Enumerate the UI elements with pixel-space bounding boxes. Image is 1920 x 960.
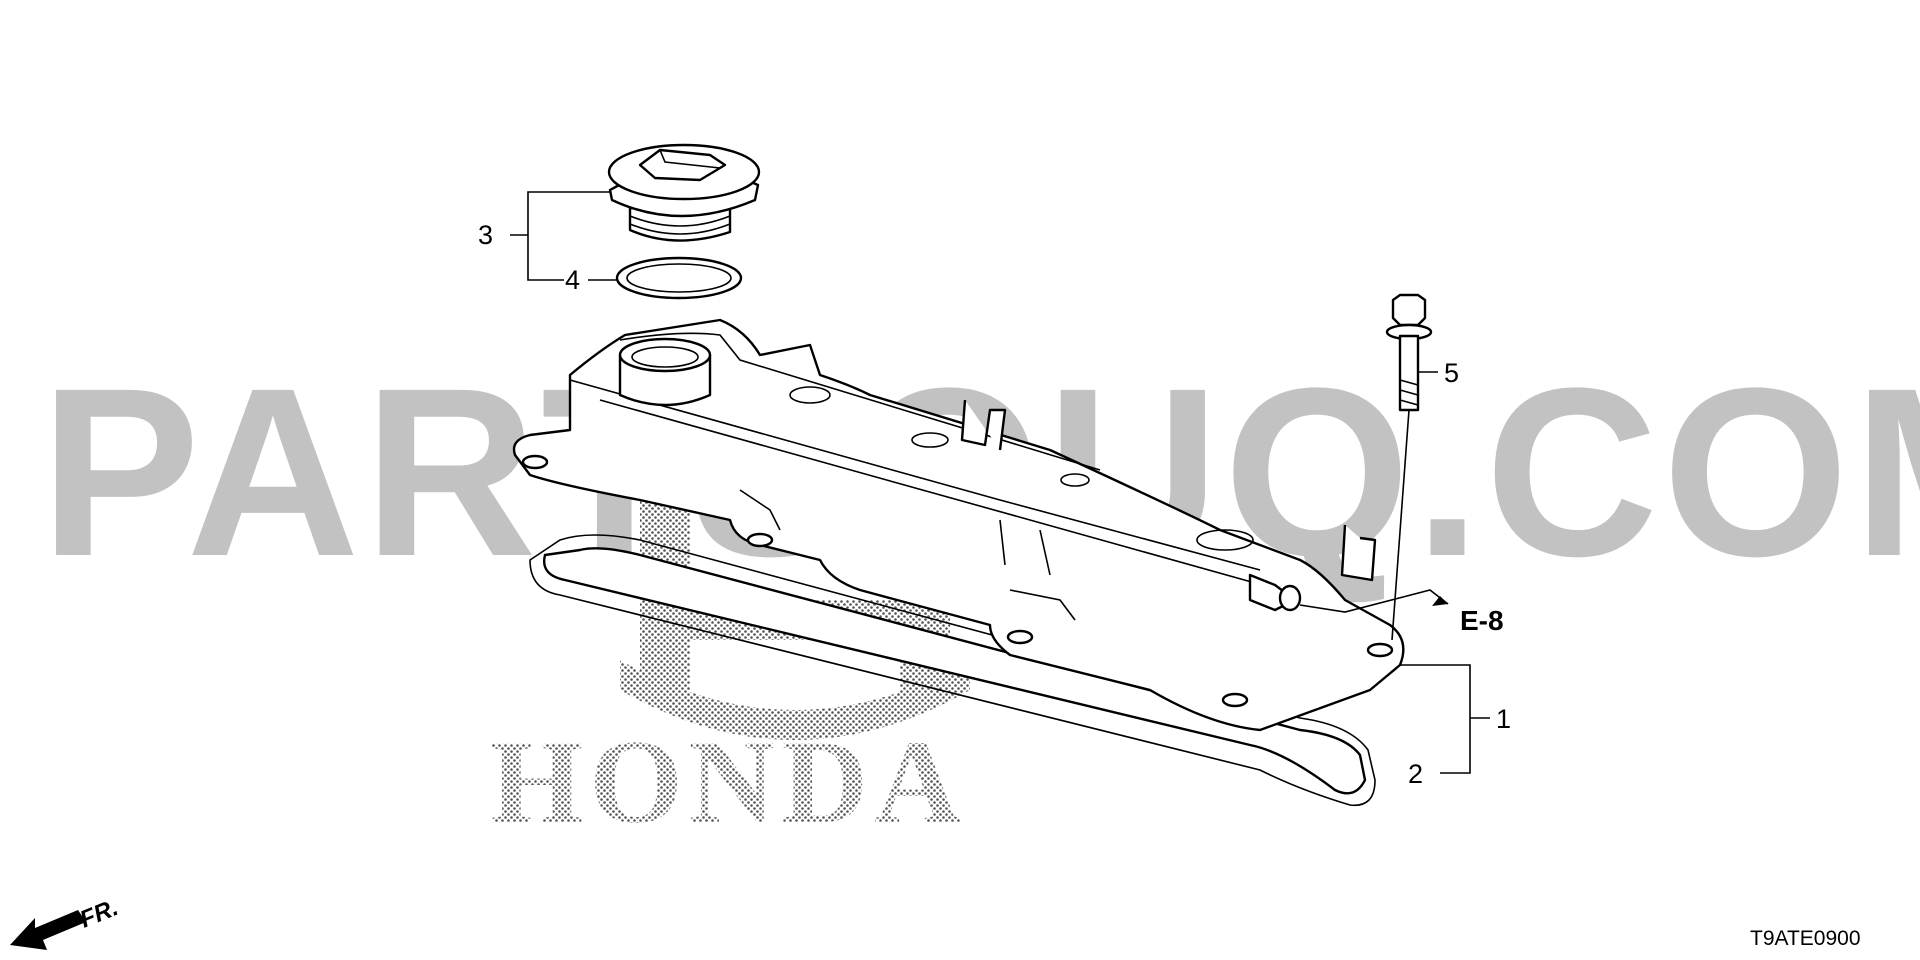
callout-1: 1	[1496, 704, 1511, 734]
callout-3: 3	[478, 220, 493, 250]
head-cover-body	[512, 318, 1405, 732]
callout-5: 5	[1444, 358, 1459, 388]
diagram-code: T9ATE0900	[1750, 927, 1861, 950]
callout-2: 2	[1408, 759, 1423, 789]
callout-4: 4	[565, 265, 580, 295]
oil-filler-cap	[607, 143, 761, 242]
front-direction-label: FR.	[76, 894, 122, 934]
leader-lines	[510, 191, 1490, 774]
head-cover-gasket	[529, 534, 1376, 807]
reference-label[interactable]: E-8	[1460, 605, 1504, 636]
o-ring	[615, 256, 743, 300]
brand-logo-text: HONDA	[490, 715, 967, 848]
front-direction-arrow: FR.	[10, 894, 122, 950]
flange-bolt	[1385, 293, 1433, 641]
